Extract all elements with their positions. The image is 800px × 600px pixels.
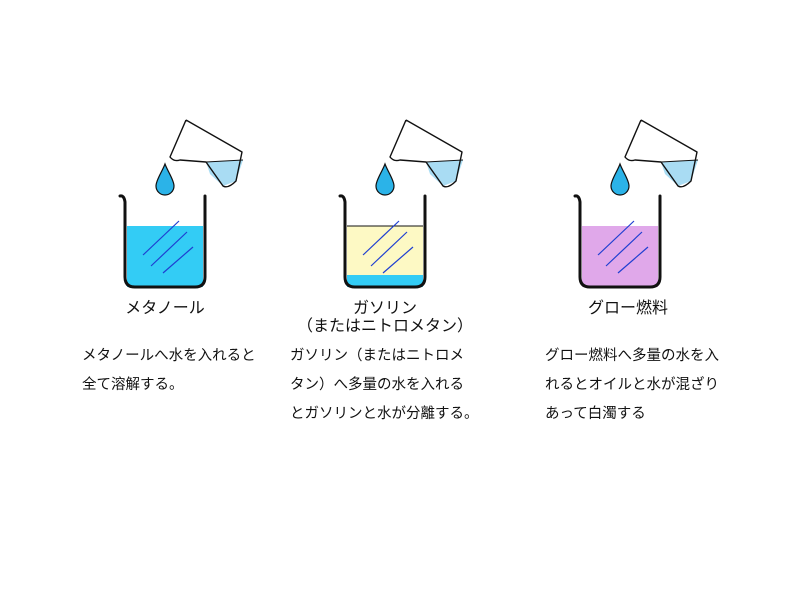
cup-water-gasoline (426, 160, 463, 186)
glass-glare (605, 231, 643, 267)
cup-water-methanol (206, 160, 243, 186)
water-droplet-methanol (155, 162, 175, 196)
glass-glare (162, 246, 194, 274)
water-droplet-glow-fuel (610, 162, 630, 196)
glass-glare (597, 220, 635, 256)
label-line: メタノール (125, 298, 205, 317)
panel-label-glow-fuel: グロー燃料 (548, 299, 708, 317)
glass-glare (617, 246, 649, 274)
glass-glare (362, 220, 400, 256)
liquid-layer-gasoline (347, 226, 423, 275)
liquid-layer-glow-fuel (582, 226, 658, 287)
glass-glare (370, 231, 408, 267)
description-gasoline: ガソリン（またはニトロメ タン）へ多量の水を入れる とガソリンと水が分離する。 (290, 348, 479, 422)
pouring-cup-gasoline (389, 119, 463, 188)
water-droplet-gasoline (375, 162, 395, 196)
label-line: グロー燃料 (587, 298, 668, 317)
glass-glare (382, 246, 414, 274)
label-line: ガソリン (352, 298, 417, 317)
label-line: （またはニトロメタン） (296, 316, 473, 335)
cup-water-surface (425, 159, 464, 163)
liquid-layer-gasoline (347, 275, 423, 287)
pouring-cup-methanol (169, 119, 243, 188)
panel-label-methanol: メタノール (85, 299, 245, 317)
beaker-glow-fuel (573, 194, 662, 289)
cup-water-surface (205, 159, 244, 163)
description-glow-fuel: グロー燃料へ多量の水を入 れるとオイルと水が混ざり あって白濁する (545, 348, 719, 422)
cup-water-glow-fuel (661, 160, 698, 186)
glass-glare (150, 231, 188, 267)
beaker-gasoline (338, 194, 427, 289)
description-methanol: メタノールへ水を入れると 全て溶解する。 (82, 348, 256, 393)
pouring-cup-glow-fuel (624, 119, 698, 188)
beaker-methanol (118, 194, 207, 289)
liquid-layer-methanol (127, 226, 203, 287)
glass-glare (142, 220, 180, 256)
cup-water-surface (660, 159, 699, 163)
panel-label-gasoline: ガソリン （またはニトロメタン） (290, 299, 480, 335)
